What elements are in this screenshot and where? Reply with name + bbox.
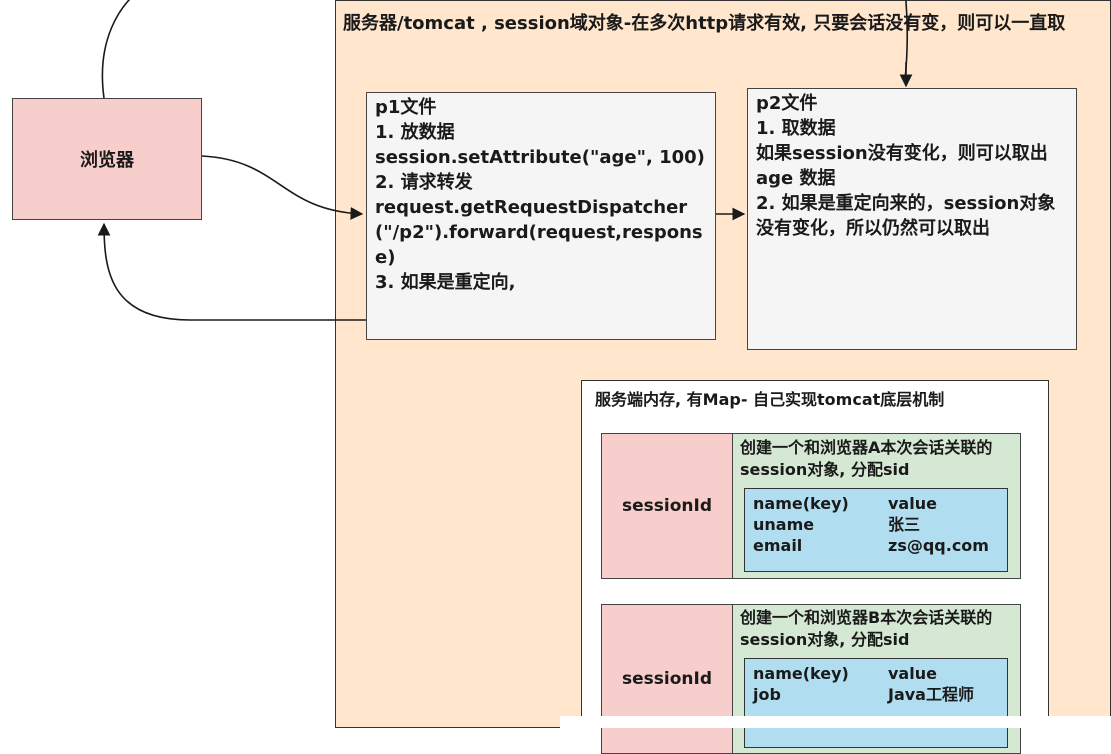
connector-arrows (97, 0, 913, 321)
attribute-key: name(key) (753, 494, 849, 513)
p1-line: 1. 放数据 (375, 122, 455, 143)
attribute-value: 张三 (888, 515, 921, 534)
server-title: 服务器/tomcat , session域对象-在多次http请求有效, 只要会… (343, 13, 1066, 34)
browser-label: 浏览器 (80, 150, 134, 171)
browser-node: 浏览器 (12, 98, 202, 220)
session-id-key: sessionId (601, 433, 733, 579)
memory-title: 服务端内存, 有Map- 自己实现tomcat底层机制 (595, 390, 945, 409)
p1-line: 2. 请求转发 (375, 172, 473, 193)
attribute-value: zs@qq.com (888, 536, 989, 555)
browser-to-p1-arrow (201, 155, 364, 220)
p2-line: 2. 如果是重定向来的，session对象没有变化，所以仍然可以取出 (756, 193, 1056, 239)
attribute-value: value (888, 494, 937, 513)
attribute-row: email zs@qq.com (753, 535, 999, 556)
attribute-key: uname (753, 515, 815, 534)
p1-to-browser-arrow (97, 222, 366, 321)
attribute-row: job Java工程师 (753, 684, 999, 705)
session-id-label: sessionId (622, 496, 712, 516)
session-id-label: sessionId (622, 669, 712, 689)
p2-title: p2文件 (756, 93, 818, 114)
attribute-value: Java工程师 (888, 685, 974, 704)
attribute-table: name(key) value uname 张三 email zs@qq.com (744, 488, 1008, 572)
attribute-key: name(key) (753, 664, 849, 683)
attribute-key: job (753, 685, 781, 704)
attribute-header-row: name(key) value (753, 493, 999, 514)
p2-line: 1. 取数据 (756, 118, 836, 139)
session-object-desc: 创建一个和浏览器A本次会话关联的session对象, 分配sid (740, 438, 993, 479)
p1-line: request.getRequestDispatcher("/p2").forw… (375, 197, 703, 268)
p1-file-box: p1文件 1. 放数据 session.setAttribute("age", … (366, 92, 716, 340)
redirect-request-arrow (101, 0, 909, 99)
attribute-header-row: name(key) value (753, 663, 999, 684)
attribute-value: value (888, 664, 937, 683)
p1-title: p1文件 (375, 97, 437, 118)
p1-line: 3. 如果是重定向, (375, 272, 516, 293)
p2-line: 如果session没有变化，则可以取出age 数据 (756, 143, 1048, 189)
p2-file-box: p2文件 1. 取数据 如果session没有变化，则可以取出age 数据 2.… (747, 88, 1077, 350)
bottom-crop-strip (560, 716, 1111, 728)
attribute-row: uname 张三 (753, 514, 999, 535)
attribute-key: email (753, 536, 803, 555)
session-object-desc: 创建一个和浏览器B本次会话关联的session对象, 分配sid (740, 608, 993, 649)
p1-line: session.setAttribute("age", 100) (375, 147, 705, 168)
